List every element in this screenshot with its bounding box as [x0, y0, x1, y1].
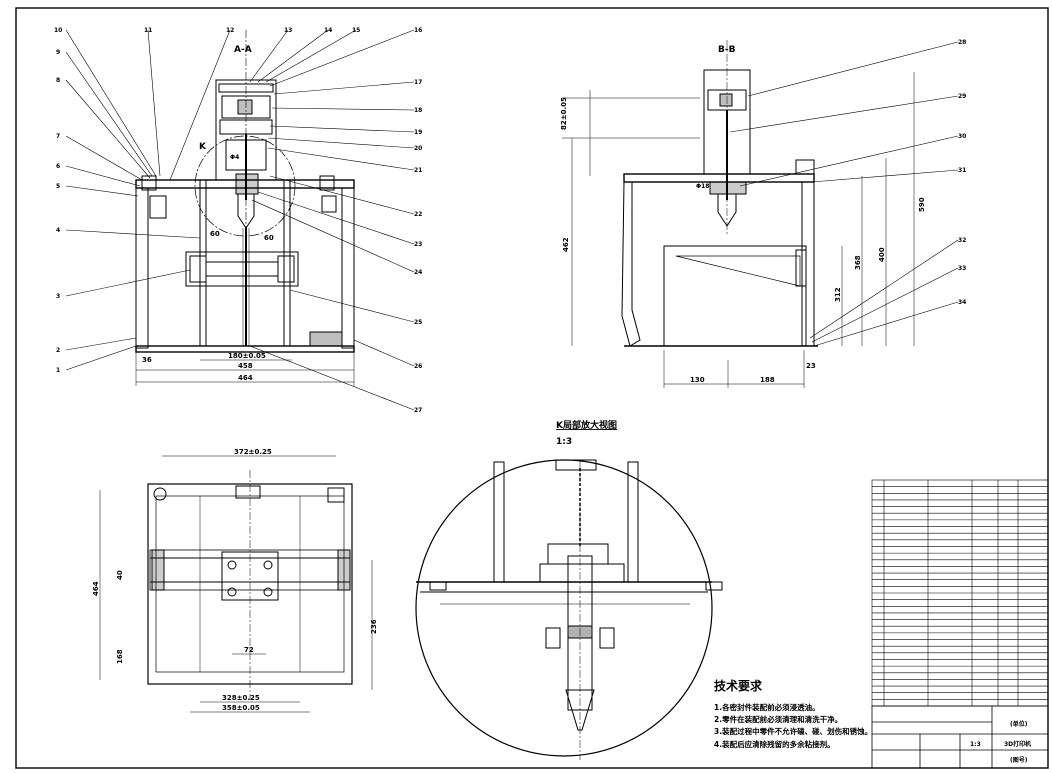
section-aa-title: A-A [234, 45, 252, 55]
balloon-18: 18 [414, 107, 422, 114]
title-drawing-name: 3D打印机 [1004, 740, 1031, 748]
dim-bottom-358: 358±0.05 [222, 704, 260, 712]
dim-left-168: 168 [116, 649, 124, 664]
balloon-24: 24 [414, 269, 422, 276]
section-bb-view: B-B 82±0.05 462 5 [560, 40, 926, 388]
balloon-29: 29 [958, 93, 966, 100]
tech-note-4: 4.装配后应清除残留的多余粘接剂。 [714, 739, 835, 749]
balloon-19: 19 [414, 129, 422, 136]
tech-note-2: 2.零件在装配前必须清理和清洗干净。 [714, 714, 842, 724]
balloon-12: 12 [226, 27, 234, 34]
dim-bottom-328: 328±0.25 [222, 694, 260, 702]
dim-left-40: 40 [116, 570, 124, 580]
dim-overall-width: 464 [238, 374, 253, 382]
balloon-7: 7 [56, 133, 60, 140]
balloon-27: 27 [414, 407, 422, 414]
dim-right-236: 236 [370, 619, 378, 634]
dim-590: 590 [918, 197, 926, 212]
dim-top-372: 372±0.25 [234, 448, 272, 456]
dim-23: 23 [806, 362, 816, 370]
detail-k-view: K局部放大视图 1:3 [415, 419, 723, 760]
dim-center: 180±0.05 [228, 352, 266, 360]
dim-368: 368 [854, 255, 862, 270]
title-code: (图号) [1010, 756, 1028, 764]
dim-188: 188 [760, 376, 775, 384]
tech-notes: 技术要求 1.各密封件装配前必须浸透油。 2.零件在装配前必须清理和清洗干净。 … [714, 678, 872, 749]
balloon-25: 25 [414, 319, 422, 326]
balloon-20: 20 [414, 145, 422, 152]
parts-list [871, 479, 1049, 707]
top-view: 372±0.25 328±0.25 358±0.05 464 40 168 23… [92, 448, 378, 713]
balloon-1: 1 [56, 367, 60, 374]
drawing-border [15, 7, 1049, 769]
section-bb-balloon-labels: 28 29 30 31 32 33 34 [958, 39, 966, 306]
balloon-31: 31 [958, 167, 966, 174]
title-unit: (单位) [1010, 720, 1028, 728]
balloon-28: 28 [958, 39, 966, 46]
dim-h1: 60 [210, 230, 220, 238]
balloon-2: 2 [56, 347, 60, 354]
balloon-15: 15 [352, 27, 360, 34]
dim-312: 312 [834, 287, 842, 302]
dim-inner-width: 458 [238, 362, 253, 370]
dim-phi18: Φ18 [696, 183, 709, 190]
balloon-21: 21 [414, 167, 422, 174]
dim-height-462: 462 [562, 237, 570, 252]
balloon-5: 5 [56, 183, 60, 190]
balloon-14: 14 [324, 27, 332, 34]
balloon-32: 32 [958, 237, 966, 244]
balloon-3: 3 [56, 293, 60, 300]
k-marker: K [199, 142, 207, 152]
dim-130: 130 [690, 376, 705, 384]
balloon-23: 23 [414, 241, 422, 248]
balloon-33: 33 [958, 265, 966, 272]
balloon-9: 9 [56, 49, 60, 56]
balloon-26: 26 [414, 363, 422, 370]
balloon-8: 8 [56, 77, 60, 84]
balloon-34: 34 [958, 299, 966, 306]
balloon-6: 6 [56, 163, 60, 170]
section-aa-balloon-labels: 1 2 3 4 5 6 7 8 9 10 11 12 13 14 15 16 1… [54, 27, 422, 414]
balloon-17: 17 [414, 79, 422, 86]
section-aa-balloons [65, 29, 415, 411]
tech-note-1: 1.各密封件装配前必须浸透油。 [714, 702, 820, 712]
section-aa-view: A-A Φ4 K [135, 30, 355, 386]
balloon-16: 16 [414, 27, 422, 34]
svg-text:Φ4: Φ4 [230, 154, 239, 161]
balloon-11: 11 [144, 27, 152, 34]
title-scale: 1:3 [970, 741, 981, 748]
balloon-13: 13 [284, 27, 292, 34]
dim-top-82: 82±0.05 [560, 97, 568, 130]
detail-k-circle [194, 135, 296, 237]
balloon-4: 4 [56, 227, 60, 234]
dim-center-72: 72 [244, 646, 254, 654]
dim-left-offset: 36 [142, 356, 152, 364]
dim-left-464: 464 [92, 581, 100, 596]
dim-h2: 60 [264, 234, 274, 242]
balloon-22: 22 [414, 211, 422, 218]
tech-note-3: 3.装配过程中零件不允许磕、碰、划伤和锈蚀。 [714, 726, 872, 736]
tech-notes-title: 技术要求 [714, 678, 763, 693]
title-block: (单位) 3D打印机 (图号) 1:3 [871, 705, 1049, 769]
section-bb-balloons [729, 41, 959, 347]
detail-title: K局部放大视图 [556, 419, 617, 431]
balloon-10: 10 [54, 27, 62, 34]
dim-400: 400 [878, 247, 886, 262]
balloon-30: 30 [958, 133, 966, 140]
detail-scale: 1:3 [556, 437, 572, 447]
